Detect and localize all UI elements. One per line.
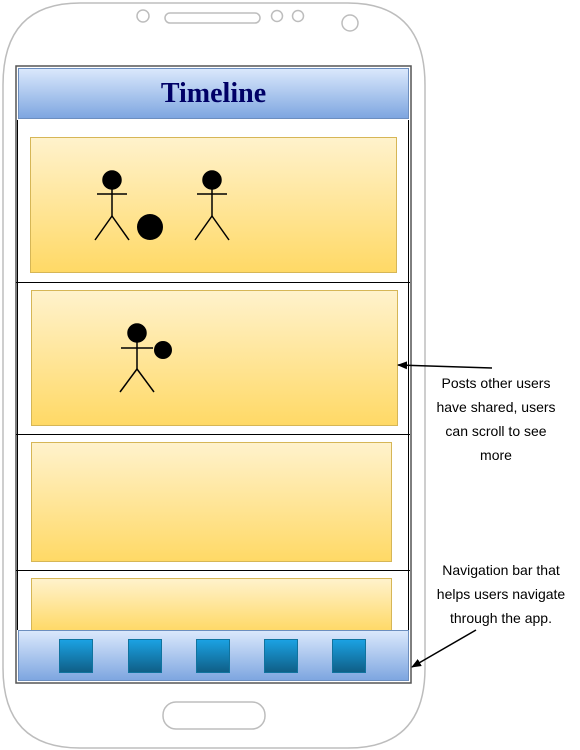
annotation-line: Navigation bar that: [442, 562, 560, 578]
post-card[interactable]: [31, 442, 392, 562]
post-card[interactable]: [30, 137, 397, 273]
home-button[interactable]: [162, 701, 266, 730]
ball-icon: [137, 214, 163, 240]
nav-button[interactable]: [59, 639, 93, 673]
stick-figure-icon: [94, 170, 130, 241]
navigation-bar: [18, 630, 409, 681]
post-card[interactable]: [31, 290, 398, 426]
screen-frame: [15, 65, 412, 684]
post-card[interactable]: [31, 578, 392, 632]
front-sensor-2: [270, 9, 284, 23]
annotation-line: Posts other users: [441, 375, 551, 391]
nav-button[interactable]: [264, 639, 298, 673]
stick-figure-icon: [119, 323, 155, 393]
annotation-line: can scroll to see: [445, 423, 547, 439]
page-title: Timeline: [160, 77, 267, 109]
feed-left-border: [17, 120, 18, 630]
front-sensor-3: [291, 9, 305, 23]
annotation-line: more: [480, 447, 512, 463]
annotation-line: have shared, users: [436, 399, 556, 415]
front-camera: [341, 14, 359, 32]
stick-figure-icon: [194, 170, 230, 241]
post-illustration: [119, 323, 172, 393]
feed-right-border: [408, 120, 409, 630]
annotation-line: through the app.: [450, 610, 552, 626]
nav-button[interactable]: [196, 639, 230, 673]
ball-icon: [154, 341, 172, 359]
annotation-line: helps users navigate: [436, 586, 566, 602]
post-divider: [16, 282, 410, 283]
nav-arrow: [411, 629, 477, 668]
front-sensor: [136, 9, 150, 23]
nav-button[interactable]: [128, 639, 162, 673]
posts-arrow: [397, 361, 493, 370]
nav-annotation: Navigation bar that helps users navigate…: [425, 558, 577, 630]
post-illustration: [94, 170, 230, 241]
post-divider: [16, 570, 410, 571]
speaker-grill: [164, 12, 261, 24]
nav-button[interactable]: [332, 639, 366, 673]
posts-annotation: Posts other users have shared, users can…: [422, 371, 570, 467]
timeline-header: Timeline: [18, 68, 409, 119]
post-divider: [16, 434, 410, 435]
